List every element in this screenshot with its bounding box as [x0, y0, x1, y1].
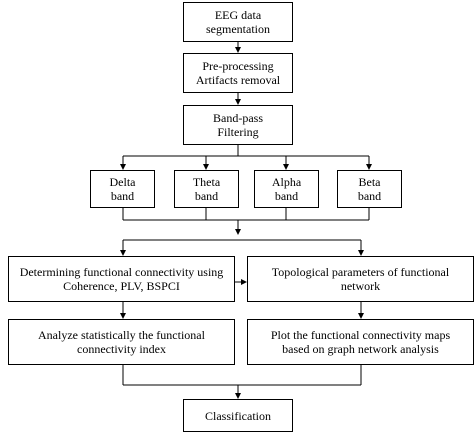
alpha-band-line-2: band — [274, 189, 299, 203]
theta-band-line-1: Theta — [192, 175, 221, 189]
connectivity-maps-box: Plot the functional connectivity maps ba… — [247, 319, 474, 365]
classification-label: Classification — [205, 408, 271, 423]
statistics-line-2: connectivity index — [77, 342, 166, 356]
eeg-data-segmentation-box: EEG data segmentation — [183, 2, 293, 42]
band-pass-filtering-box: Band-pass Filtering — [183, 105, 293, 145]
beta-band-line-2: band — [357, 189, 382, 203]
preprocessing-box: Pre-processing Artifacts removal — [183, 53, 293, 93]
filtering-line-1: Band-pass — [213, 111, 263, 125]
segmentation-line-1: EEG data — [214, 8, 262, 22]
filtering-line-2: Filtering — [217, 125, 259, 139]
beta-band-line-1: Beta — [358, 175, 381, 189]
connectivity-line-1: Determining functional connectivity usin… — [19, 265, 224, 279]
maps-line-1: Plot the functional connectivity maps — [270, 328, 451, 342]
alpha-band-line-1: Alpha — [271, 175, 302, 189]
statistics-line-1: Analyze statistically the functional — [38, 328, 205, 342]
topology-line-1: Topological parameters of functional — [271, 265, 450, 279]
theta-band-box: Theta band — [174, 170, 239, 208]
beta-band-box: Beta band — [337, 170, 402, 208]
alpha-band-box: Alpha band — [254, 170, 319, 208]
functional-connectivity-box: Determining functional connectivity usin… — [8, 256, 235, 302]
classification-box: Classification — [183, 399, 293, 432]
delta-band-line-2: band — [110, 189, 135, 203]
segmentation-line-2: segmentation — [206, 22, 270, 36]
delta-band-box: Delta band — [90, 170, 155, 208]
topological-parameters-box: Topological parameters of functional net… — [247, 256, 474, 302]
maps-line-2: based on graph network analysis — [282, 342, 439, 356]
connectivity-line-2: Coherence, PLV, BSPCI — [63, 279, 180, 293]
theta-band-line-2: band — [194, 189, 219, 203]
preprocessing-line-2: Artifacts removal — [195, 73, 281, 87]
statistical-analysis-box: Analyze statistically the functional con… — [8, 319, 235, 365]
topology-line-2: network — [340, 279, 381, 293]
preprocessing-line-1: Pre-processing — [202, 59, 274, 73]
delta-band-line-1: Delta — [109, 175, 136, 189]
